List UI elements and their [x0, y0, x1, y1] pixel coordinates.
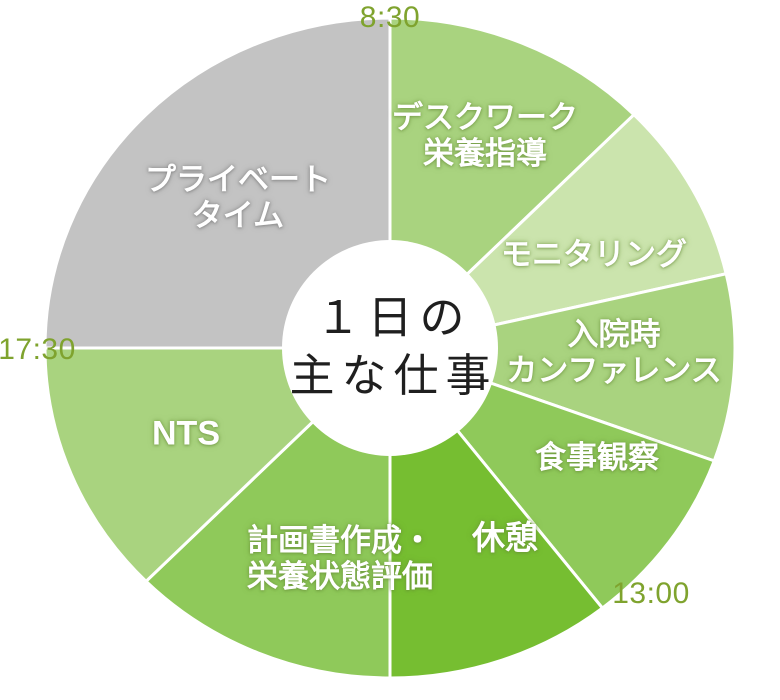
pie-slice-admission-conference[interactable]: [384, 271, 737, 463]
time-marker-lunch-time: 13:00: [612, 577, 690, 610]
pie-slice-private-time[interactable]: [43, 16, 392, 350]
time-marker-end-time: 17:30: [0, 333, 76, 366]
time-marker-start-time: 8:30: [359, 1, 421, 34]
center-title-line-2: 主な仕事: [289, 351, 498, 401]
chart-center-hole: １日の 主な仕事: [282, 240, 498, 456]
center-title-line-1: １日の: [315, 293, 472, 344]
